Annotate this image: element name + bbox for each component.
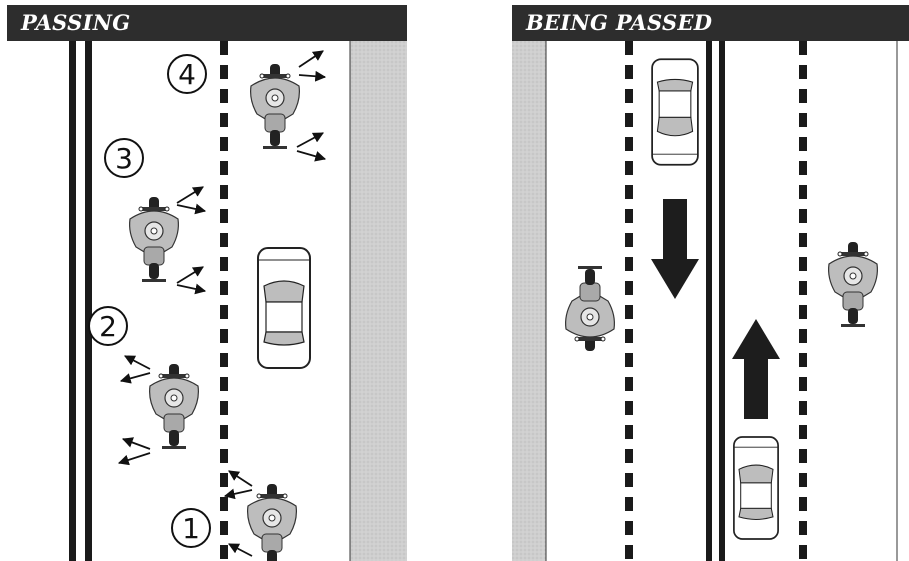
svg-text:2: 2 [99,310,117,343]
double-center-line [706,41,712,561]
right-shoulder [350,41,407,561]
car-icon [258,248,310,368]
svg-text:1: 1 [182,512,200,545]
svg-text:3: 3 [115,142,133,175]
svg-text:4: 4 [178,58,196,91]
being-passed-panel: BEING PASSED [512,5,909,561]
passing-road-diagram: 4 3 2 1 [7,41,407,561]
passing-title: PASSING [7,5,407,41]
step-3-marker: 3 [105,139,143,177]
step-2-marker: 2 [89,307,127,345]
car-icon [734,437,778,539]
being-passed-road-diagram [512,41,909,561]
left-shoulder [512,41,546,561]
passing-panel: PASSING [7,5,407,561]
double-center-line [69,41,76,561]
being-passed-title: BEING PASSED [512,5,909,41]
car-icon [652,59,698,165]
step-4-marker: 4 [168,55,206,93]
step-1-marker: 1 [172,509,210,547]
